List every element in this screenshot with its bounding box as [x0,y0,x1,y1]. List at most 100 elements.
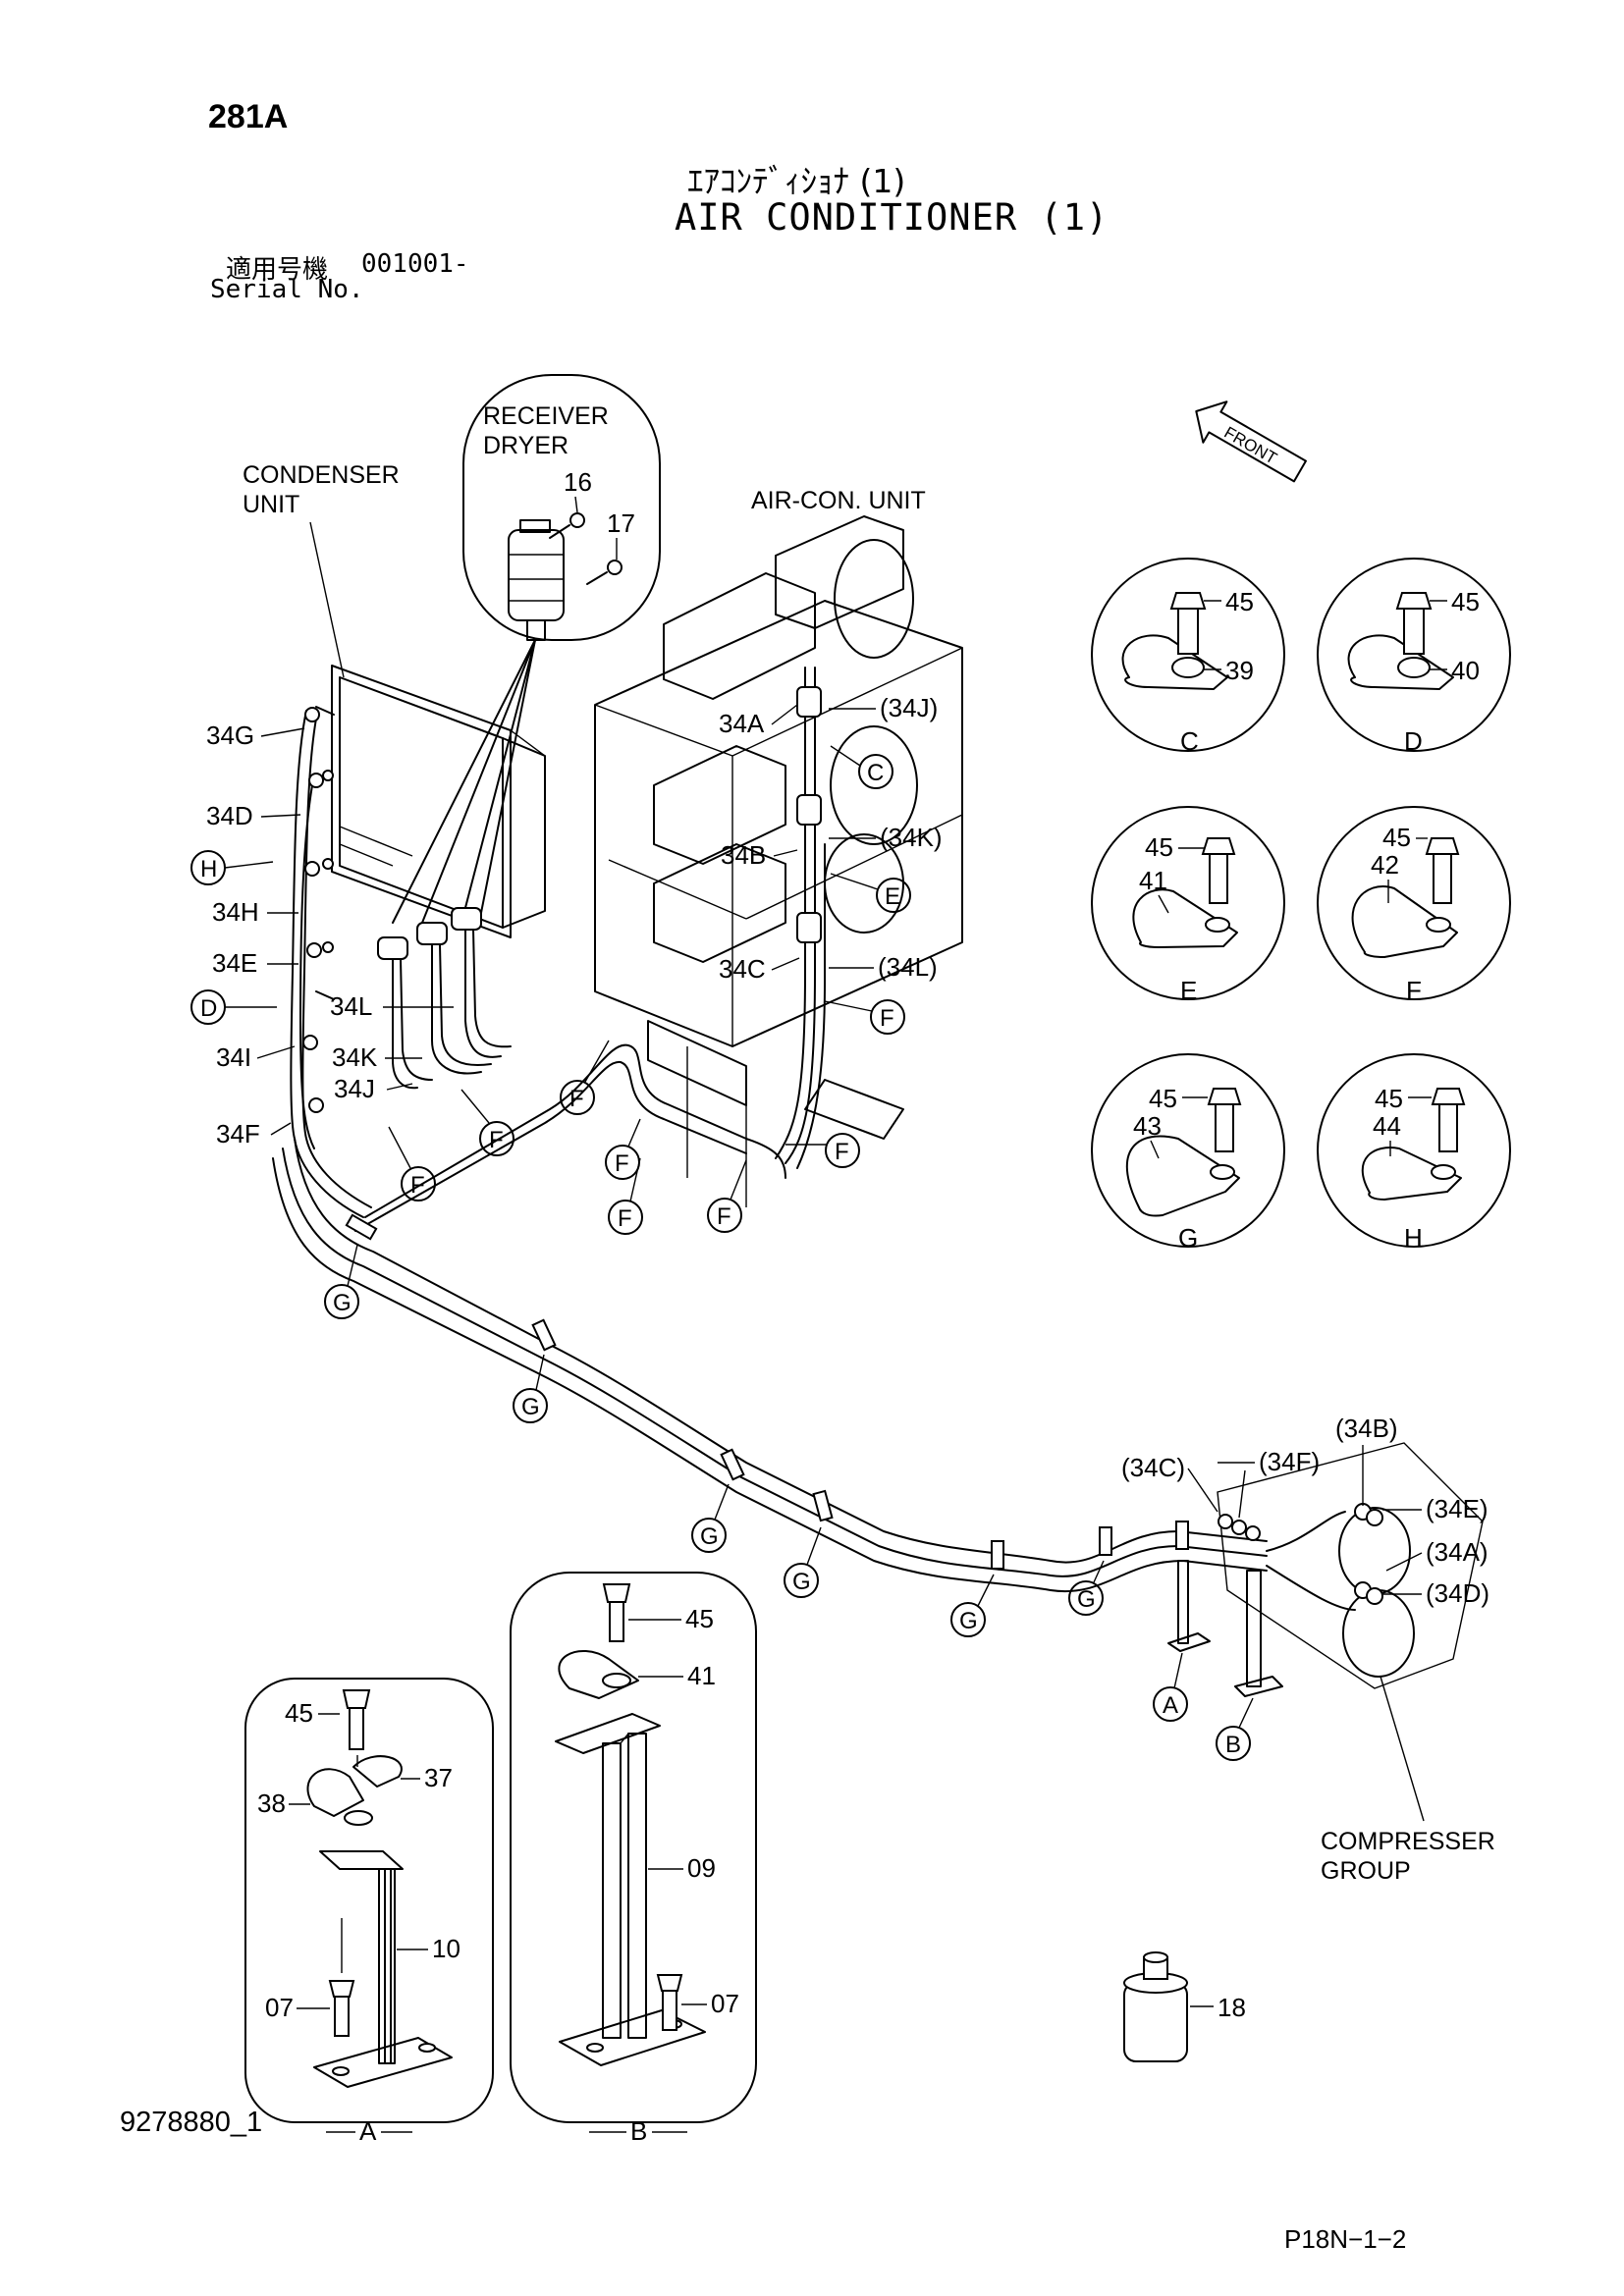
title-japanese: ｴｱｺﾝﾃﾞｨｼｮﾅ (1) [687,162,906,200]
hose-34l-ref: (34L) [878,952,938,982]
hose-34e-label: 34E [212,948,257,978]
part-43-label: 43 [1133,1111,1162,1141]
callout-bubbles: H D C E F F F F F [190,726,1423,1761]
detail-d-label: D [1404,726,1423,756]
hose-34j-label: 34J [334,1074,375,1103]
hose-34c-ref: (34C) [1121,1453,1185,1482]
callout-f-5: F [410,1172,425,1199]
hose-34b-label: 34B [721,840,766,870]
detail-b-label: B [630,2116,647,2146]
part-45-d: 45 [1451,587,1480,616]
part-17-label: 17 [607,508,635,538]
part-16-label: 16 [564,467,592,497]
bracket-detail-a [244,1678,494,2123]
callout-f-4: F [615,1150,629,1177]
hose-34l-label: 34L [330,991,372,1021]
detail-h-label: H [1404,1223,1423,1253]
aircon-unit-label: AIR-CON. UNIT [751,487,926,514]
detail-g-label: G [1178,1223,1198,1253]
condenser-unit [315,665,546,1000]
page-reference: P18N−1−2 [1284,2224,1407,2254]
hose-34d-ref: (34D) [1426,1578,1489,1608]
hose-34k-label: 34K [332,1042,378,1072]
aircon-hose-labels: 34A 34B 34C (34J) (34K) (34L) [719,693,943,984]
callout-d-left: D [200,995,217,1022]
part-09-label: 09 [687,1853,716,1883]
detail-view-g [1091,1053,1285,1248]
hose-34h-label: 34H [212,897,259,927]
callout-f-8: F [717,1203,731,1230]
hose-34f-label: 34F [216,1119,260,1148]
detail-view-e [1091,806,1285,1000]
page-title: AIR CONDITIONER (1) [675,196,1110,239]
part-18-label: 18 [1218,1993,1246,2022]
refrigerant-can [1123,1951,1214,2062]
compressor-label-1: COMPRESSER [1321,1828,1495,1855]
detail-e-label: E [1180,976,1197,1005]
part-45-h: 45 [1375,1084,1403,1113]
callout-g-3: G [700,1523,719,1550]
part-40-label: 40 [1451,656,1480,685]
receiver-dryer-label-2: DRYER [483,432,568,459]
part-38-label: 38 [257,1789,286,1818]
bracket-detail-b [510,1572,757,2123]
hose-34i-label: 34I [216,1042,251,1072]
callout-g-2: G [521,1394,540,1420]
callout-g-1: G [333,1290,352,1316]
hose-34d-label: 34D [206,801,253,830]
detail-c-label: C [1180,726,1199,756]
compressor-label-2: GROUP [1321,1857,1411,1885]
hose-34f-ref: (34F) [1259,1447,1320,1476]
document-number: 9278880_1 [120,2107,263,2138]
part-44-label: 44 [1373,1111,1401,1141]
part-37-label: 37 [424,1763,453,1792]
serial-label-japanese: 適用号機 [226,255,329,285]
detail-f-label: F [1406,976,1422,1005]
serial-value: 001001- [361,249,469,279]
part-45-g: 45 [1149,1084,1177,1113]
detail-view-f [1317,806,1511,1000]
hose-34g-label: 34G [206,721,254,750]
part-41-b-label: 41 [687,1661,716,1690]
part-41-e-label: 41 [1139,866,1167,895]
condenser-hose-labels: 34G 34D 34H 34E 34I 34F 34L 34K 34J [206,721,454,1148]
hose-34k-ref: (34K) [880,823,943,852]
main-hose-route [272,1043,1268,1593]
detail-part-labels: 45 39 45 40 45 41 45 42 45 43 45 44 [1133,587,1480,1159]
serial-label: Serial No. [210,275,364,304]
condenser-label-1: CONDENSER [243,461,400,489]
hose-34a-label: 34A [719,709,765,738]
page-id: 281A [208,98,289,135]
detail-view-h [1317,1053,1511,1248]
part-45-c: 45 [1225,587,1254,616]
hose-34b-ref: (34B) [1335,1414,1398,1443]
callout-f-1: F [880,1005,894,1032]
detail-a-label: A [359,2116,377,2146]
part-39-label: 39 [1225,656,1254,685]
callout-h-left: H [200,856,217,882]
receiver-dryer-hoses [377,907,512,1090]
hose-34e-ref: (34E) [1426,1494,1489,1523]
compressor-hose-labels: (34C) (34F) (34B) (34E) (34A) (34D) [1121,1414,1489,1608]
part-42-label: 42 [1371,850,1399,880]
callout-f-6: F [835,1139,849,1165]
part-07-a: 07 [265,1993,294,2022]
callout-g-6: G [1077,1586,1096,1613]
callout-f-7: F [618,1205,632,1232]
callout-g-5: G [959,1608,978,1634]
detail-view-d [1317,558,1511,752]
receiver-dryer-label-1: RECEIVER [483,402,609,430]
part-45-b: 45 [685,1604,714,1633]
part-07-b: 07 [711,1989,739,2018]
condenser-hose-bundle [290,707,372,1218]
callout-c: C [867,760,884,786]
hose-34a-ref: (34A) [1426,1537,1489,1567]
aircon-hose-bundle [775,667,826,1169]
part-45-e: 45 [1145,832,1173,862]
callout-b: B [1225,1732,1241,1758]
callout-f-3: F [489,1127,504,1153]
callout-g-4: G [792,1569,811,1595]
detail-view-c [1091,558,1285,752]
